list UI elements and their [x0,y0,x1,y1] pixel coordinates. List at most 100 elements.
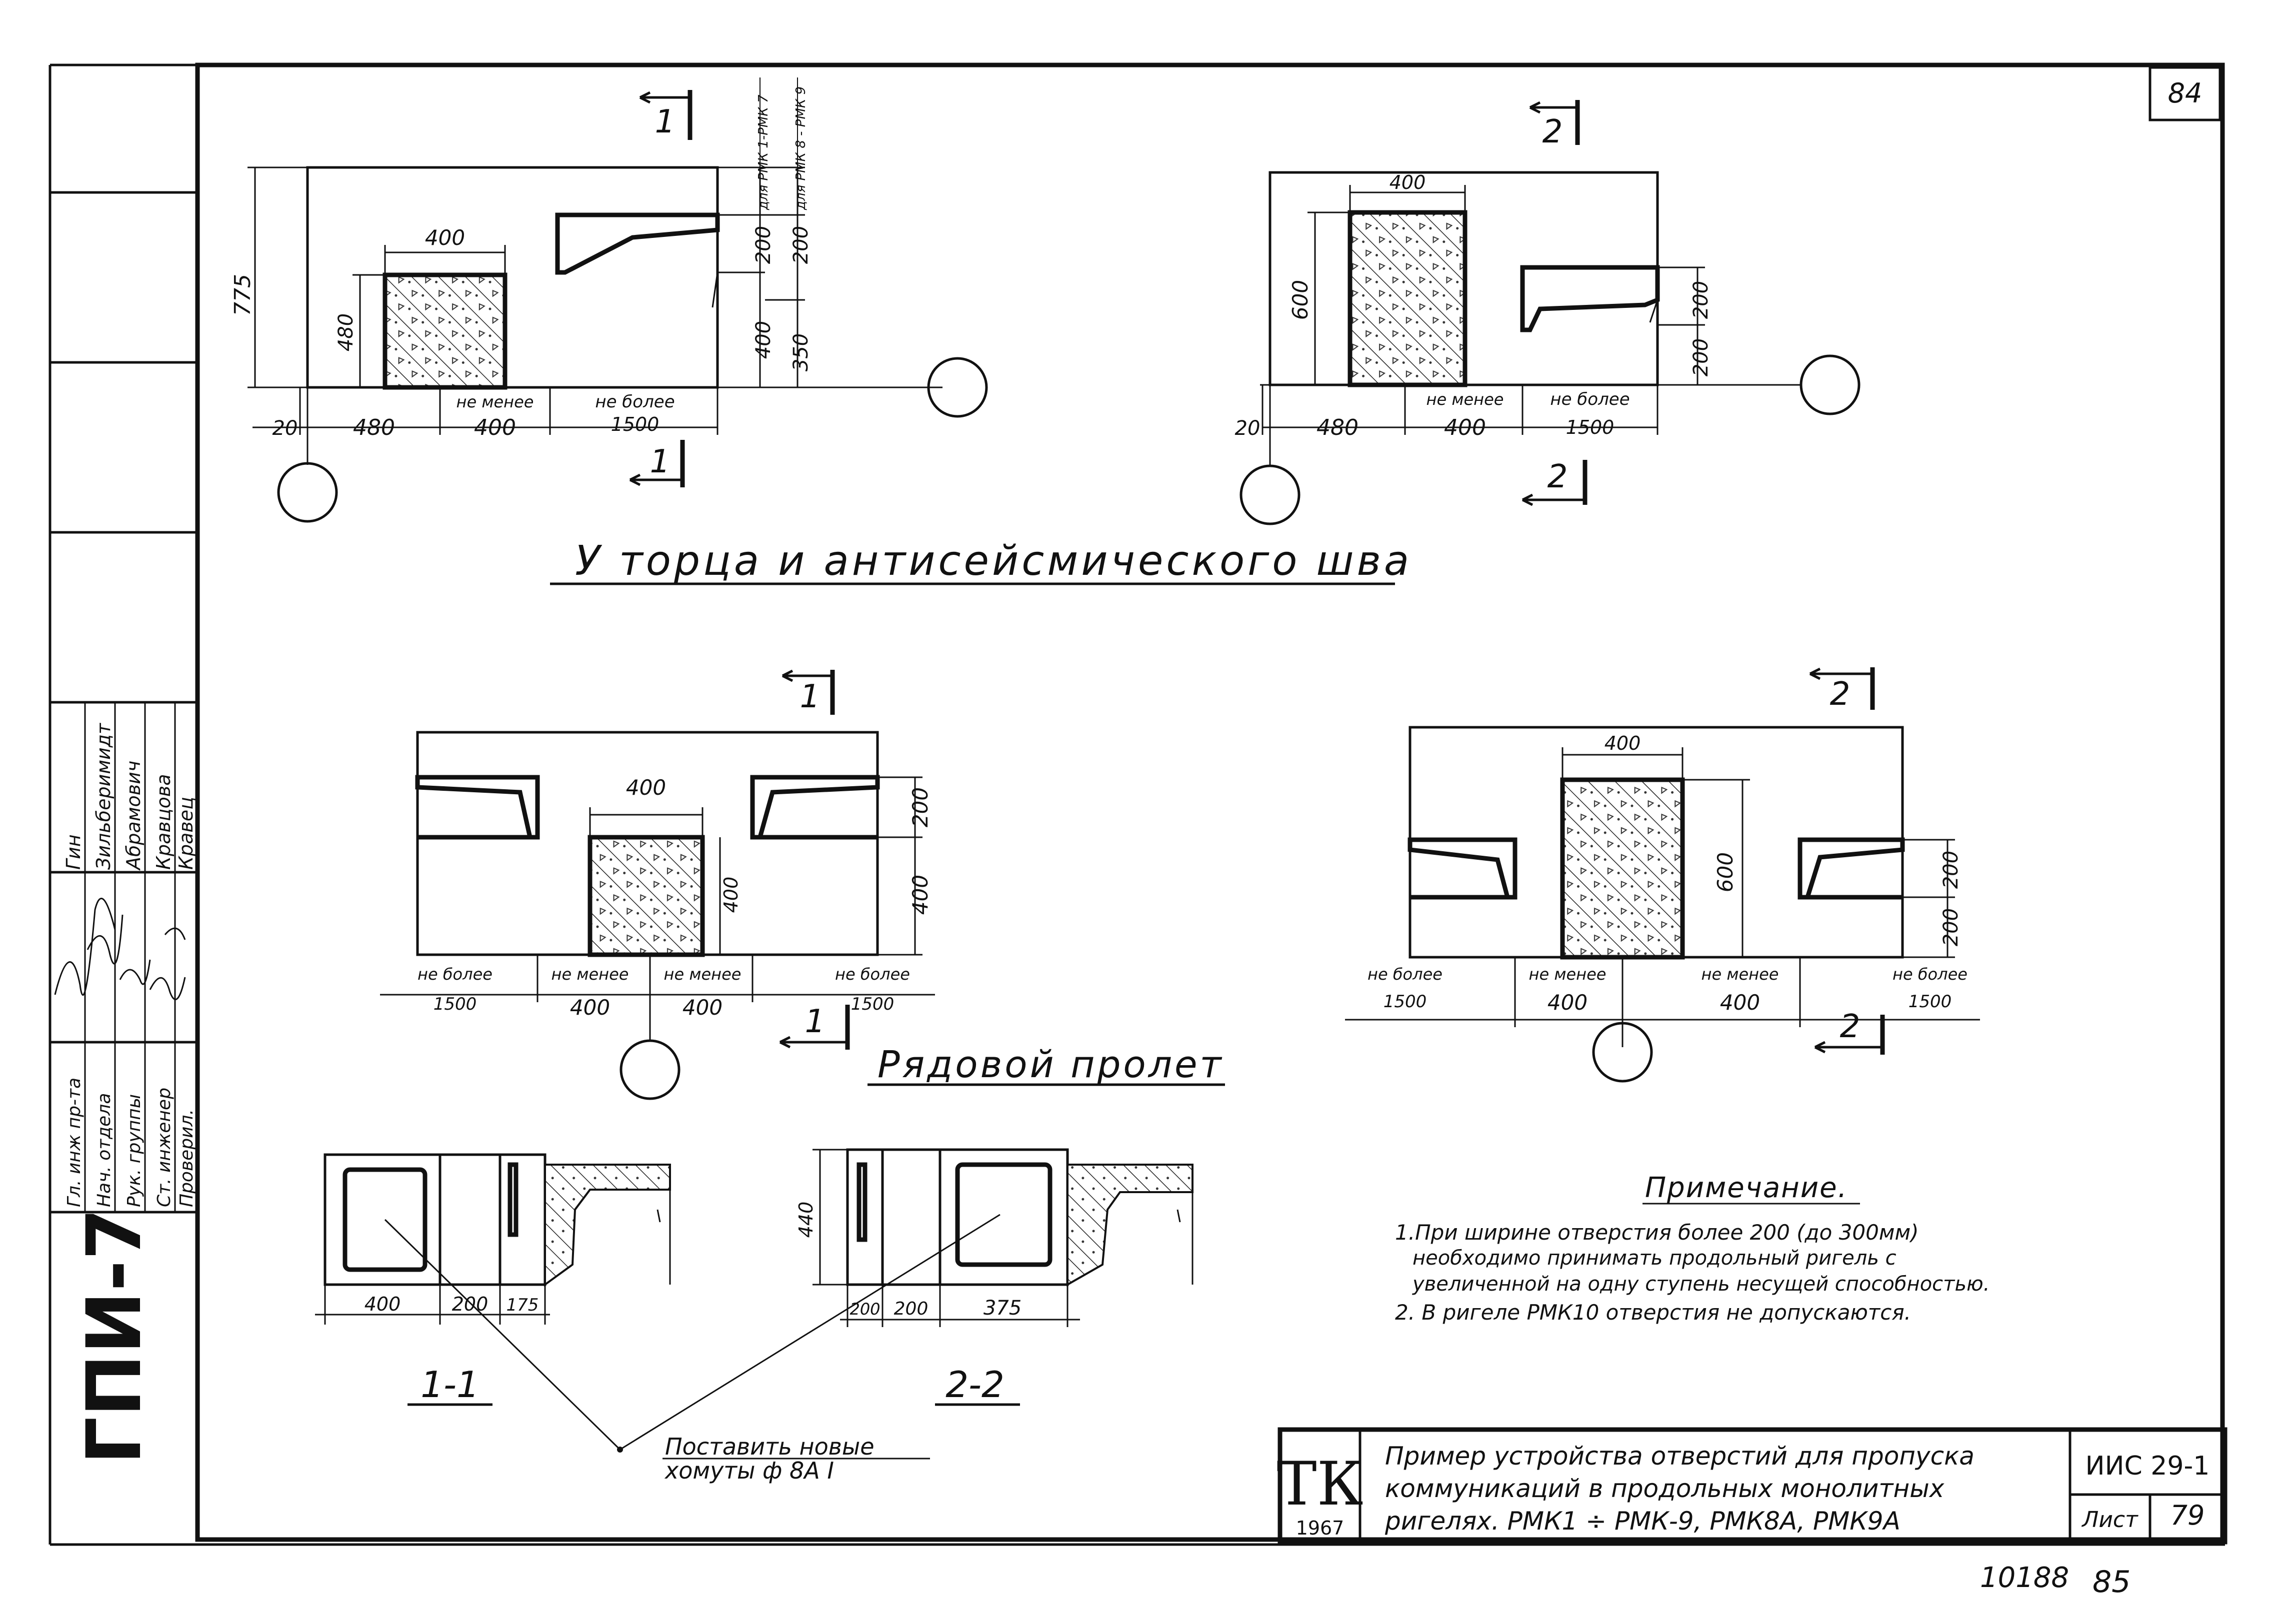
name-4: Кравцова [152,774,174,870]
name-3: Абрамович [122,761,144,871]
ml-value-2: 400 [570,995,610,1020]
axis-marker [277,462,338,523]
dim-400-mr: 400 [1604,732,1641,754]
dim-400-ml: 400 [626,775,666,800]
s11-dim-3: 175 [506,1295,539,1315]
ml-value-4: 1500 [851,994,894,1014]
s11-dim-2: 200 [452,1293,488,1315]
title-line-2: коммуникаций в продольных монолитных [1385,1474,1944,1503]
beam-profile-top-left [555,212,720,275]
beam-profile-mr-left [1408,837,1518,900]
dim-200-ml: 200 [908,787,932,827]
section-mark-2-mid-bottom: 2 [1840,1008,1860,1045]
beam-profile-top-right [1520,265,1660,332]
dim-20: 20 [272,417,298,440]
dim-400-2: 400 [1444,415,1486,440]
stirrup-leader: Поставить новые хомуты ф 8А I [384,1214,1000,1484]
stirrup-1-1 [342,1167,428,1272]
view-top-right: 400 600 200 200 20 480 400 не менее не б… [1235,100,1860,525]
side-stamp: ГПИ-7 [71,1208,158,1465]
view-middle-right: 400 600 200 200 не более не менее не мен… [1345,667,1980,1083]
label-rmk8-9: для РМК 8 - РМК 9 [794,86,808,210]
role-5: Проверил. [176,1109,197,1207]
hole-top-right [1348,210,1468,387]
ml-label-2: не менее [552,965,629,984]
hole-middle-right [1560,777,1685,960]
mr-label-3: не менее [1702,965,1779,984]
beam-profile-ml-left [415,775,540,840]
section-2-2: 440 200 200 375 2-2 [795,1148,1194,1406]
mr-label-1: не более [1368,965,1442,984]
view-middle-left: 400 400 200 400 не более не менее не мен… [380,669,935,1100]
label-rmk1-7: для РМК 1-РМК 7 [756,94,771,210]
label-not-more: не более [595,392,674,412]
dim-775: 775 [230,274,256,316]
page-number: 84 [2168,77,2202,109]
note-line-2: необходимо принимать продольный ригель с [1412,1247,1896,1270]
label-not-less: не менее [456,392,534,411]
dim-200-mr-b: 200 [1940,908,1962,946]
name-1: Гин [62,834,84,870]
notes-title: Примечание. [1645,1172,1848,1204]
section-1-1: 400 200 175 1-1 [315,1153,671,1406]
axis-marker [1592,1022,1653,1083]
title-line-1: Пример устройства отверстий для пропуска [1385,1442,1974,1471]
name-2: Зильберимидт [92,722,114,870]
section-mark-2-bottom: 2 [1548,458,1568,495]
dim-350: 350 [790,333,812,371]
section-mark-1-mid-bottom: 1 [805,1003,826,1040]
series-code: ИИС 29-1 [2086,1451,2210,1481]
role-2: Нач. отдела [94,1093,114,1207]
s22-dim-3: 375 [984,1297,1022,1320]
dim-400-v: 400 [752,321,775,359]
dim-480: 480 [353,415,395,440]
beam-profile-ml-right [750,775,880,840]
dim-480-v: 480 [334,313,358,351]
title-end-joint: У торца и антисейсмического шва [550,537,1409,585]
mr-value-3: 400 [1720,990,1760,1015]
dim-400-ml-v: 400 [720,877,742,913]
s22-dim-1: 200 [850,1300,880,1319]
sheet-number: 79 [2170,1500,2205,1531]
dim-200-mr-a: 200 [1940,851,1962,889]
beam-profile-mr-right [1798,837,1905,900]
mr-label-2: не менее [1529,965,1606,984]
dim-400-ml-right: 400 [908,875,932,915]
dim-400-top2: 400 [1390,171,1426,193]
s22-dim-2: 200 [894,1299,928,1319]
axis-marker [927,357,988,418]
slab-1-1 [544,1164,671,1287]
s11-label: 1-1 [420,1364,480,1406]
signatures [54,898,186,1000]
dim-200-b: 200 [790,226,812,264]
role-3: Рук. группы [124,1094,144,1207]
label-not-less-2: не менее [1426,390,1504,409]
role-4: Ст. инженер [154,1088,174,1207]
mr-value-1: 1500 [1384,992,1427,1012]
margin-strip [50,191,198,1214]
section-mark-2-top: 2 [1542,113,1563,150]
note-line-1: 1.При ширине отверстия более 200 (до 300… [1395,1220,1919,1245]
label-not-more-2: не более [1550,389,1630,409]
sheet-label: Лист [2081,1507,2138,1533]
note-line-4: 2. В ригеле РМК10 отверстия не допускают… [1395,1300,1911,1325]
name-5: Кравец [175,797,197,870]
inventory-number: 10188 [1980,1562,2069,1594]
hole-top-left [382,272,508,390]
bottom-page-number: 85 [2092,1565,2130,1600]
dim-400: 400 [474,415,516,440]
dim-200-d: 200 [1690,338,1712,376]
dim-200-a: 200 [752,226,775,264]
logo-letters: ТК [1277,1450,1364,1519]
stirrup-note-line1: Поставить новые [665,1433,874,1460]
staff-names: Гин Зильберимидт Абрамович Кравцова Крав… [62,722,197,871]
title-line-3: ригелях. РМК1 ÷ РМК-9, РМК8А, РМК9А [1384,1507,1900,1536]
dim-480-2: 480 [1316,415,1358,440]
section-mark-1-bottom: 1 [650,443,670,480]
section-mark-2-mid: 2 [1830,676,1850,713]
sheet-frame [48,62,2225,1546]
slab-2-2 [1066,1164,1194,1287]
stirrup-note-line2: хомуты ф 8А I [664,1457,834,1484]
dim-1500-2: 1500 [1566,416,1614,438]
